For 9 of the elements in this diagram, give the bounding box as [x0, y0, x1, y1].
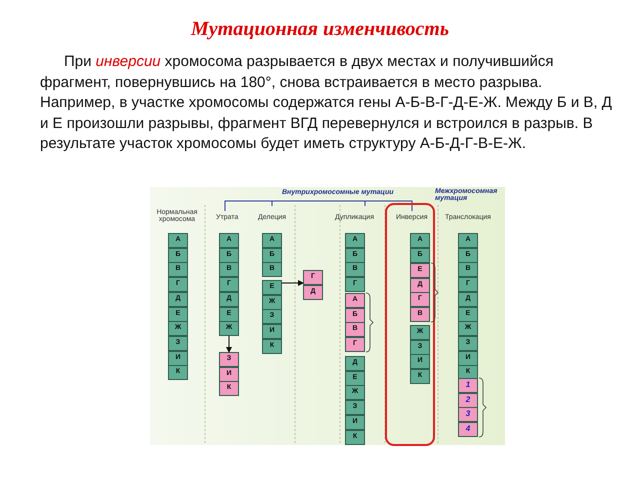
gene-segment: 3: [458, 407, 478, 422]
highlight-frame: [385, 203, 435, 446]
arrow: [282, 280, 304, 286]
paragraph: При инверсии хромосома разрывается в двух местах и получившийся фрагмент, повернувшись на 180°, снова встраивается в место разрыва. Например, в участке хромосомы содержатся гены А-Б-В-Г-Д-Е-Ж. Между Б и В, Д и Е произошли разрывы, фрагмент ВГД перевернулся и встроился в разрыв. В результате участок хромосомы будет иметь структуру А-Б-Д-Г-В-Е-Ж.: [40, 52, 613, 154]
title: Мутационная изменчивость: [190, 18, 450, 41]
gene-segment: 4: [458, 422, 478, 438]
arrow: [226, 335, 232, 353]
gene-segment: 2: [458, 392, 478, 408]
gene-segment: 1: [458, 378, 478, 393]
